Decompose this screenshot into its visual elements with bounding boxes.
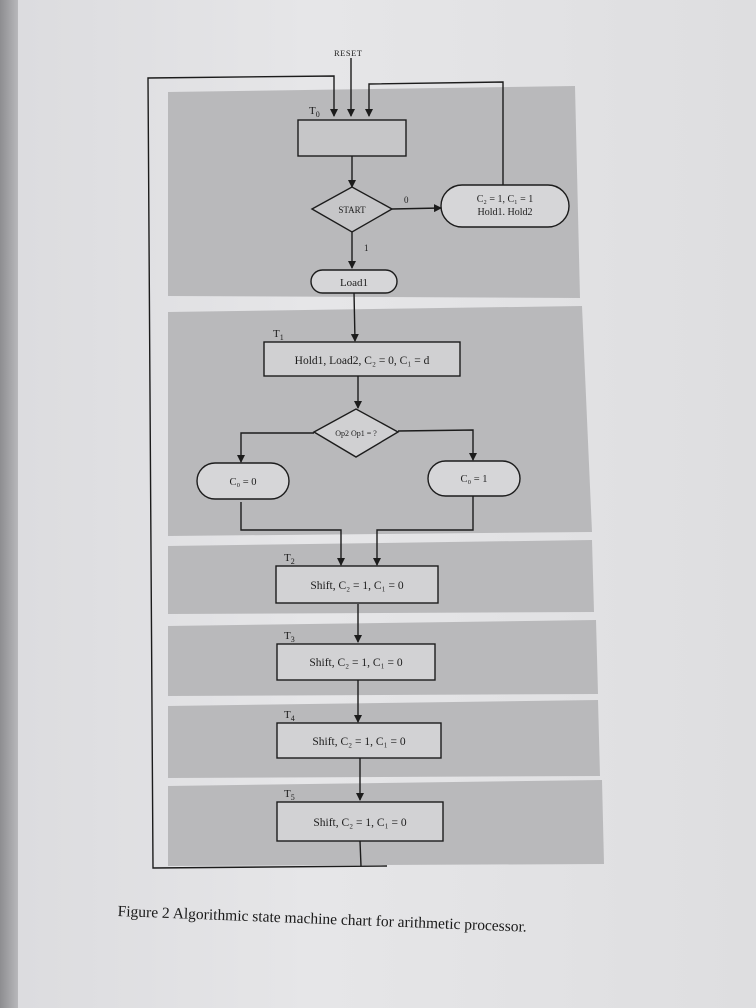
op-decision — [312, 408, 400, 458]
load1-conditional-output — [310, 269, 398, 294]
state-box-t3 — [276, 643, 436, 681]
state-block-t0 — [168, 86, 580, 298]
state-box-t4 — [276, 722, 442, 759]
state-block-t1 — [168, 306, 592, 536]
branch-zero-label: 0 — [404, 195, 409, 205]
branch-one-label: 1 — [364, 243, 369, 253]
state-label-t3: T3 — [284, 630, 295, 644]
reset-label: RESET — [334, 48, 363, 58]
state-label-t5: T5 — [284, 788, 295, 802]
c0-one-output — [427, 460, 521, 497]
state-box-t5 — [276, 801, 444, 842]
start-label: START — [338, 205, 366, 215]
loop-back-line — [147, 75, 388, 869]
state-label-t2: T2 — [284, 552, 295, 566]
c0-zero-label: C₀ = 0 — [229, 477, 256, 488]
op-decision-label: Op2 Op1 = ? — [335, 429, 377, 438]
state-box-t0 — [297, 119, 407, 157]
load1-label: Load1 — [340, 277, 368, 289]
hold-conditional-output — [440, 184, 570, 228]
state-box-t2 — [275, 565, 439, 604]
hold-line1: C₂ = 1, C₁ = 1 — [477, 194, 534, 205]
hold-line2: Hold1. Hold2 — [478, 207, 533, 218]
hold-return-line — [365, 81, 504, 185]
state-label-t1: T1 — [273, 328, 284, 342]
start-decision — [310, 186, 394, 233]
state-label-t4: T4 — [284, 709, 295, 723]
t5-box-text: Shift, C₂ = 1, C₁ = 0 — [313, 817, 406, 829]
c0-zero-output — [196, 462, 290, 500]
c0-one-label: C₀ = 1 — [460, 474, 487, 485]
t1-box-text: Hold1, Load2, C₂ = 0, C₁ = d — [295, 355, 430, 367]
state-label-t0: T0 — [309, 105, 320, 119]
book-spine-shadow — [0, 0, 18, 1008]
t4-box-text: Shift, C₂ = 1, C₁ = 0 — [312, 736, 405, 748]
t2-box-text: Shift, C₂ = 1, C₁ = 0 — [310, 580, 403, 592]
state-box-t1 — [263, 341, 461, 377]
t3-box-text: Shift, C₂ = 1, C₁ = 0 — [309, 657, 402, 669]
